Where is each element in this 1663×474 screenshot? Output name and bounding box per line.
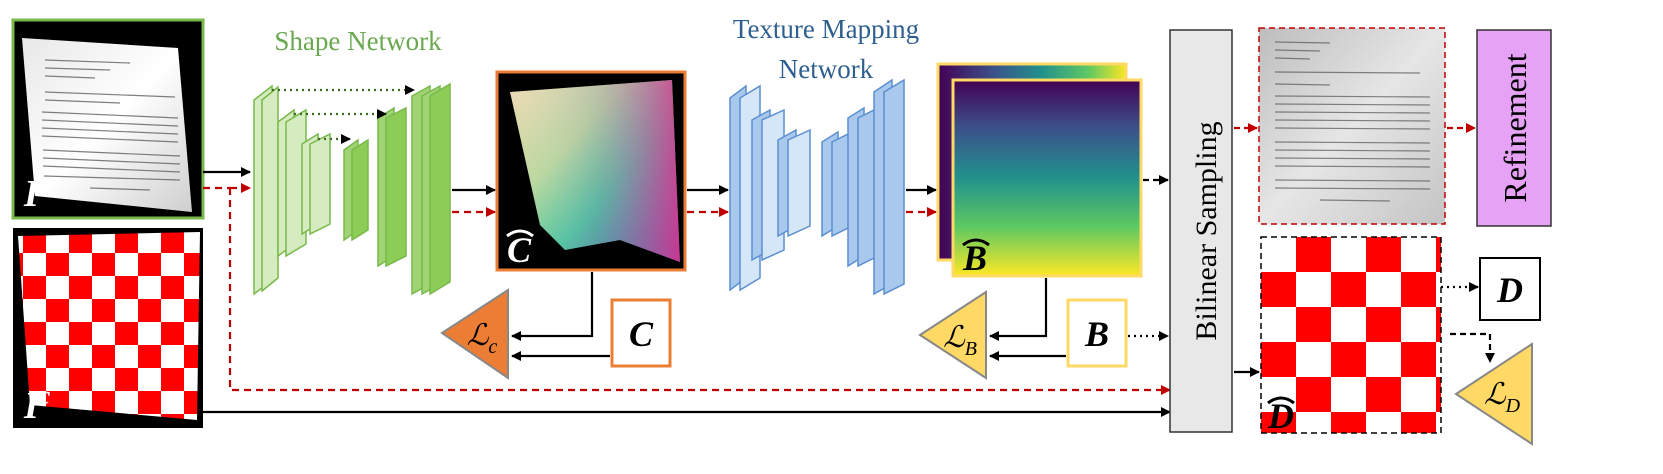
input-checker-label: Ic xyxy=(23,381,51,427)
loss-b-label: ℒB xyxy=(943,321,977,360)
input-image-I: I xyxy=(11,18,205,220)
d-to-loss-arrow xyxy=(1450,332,1495,363)
b-gt-label: B xyxy=(1084,314,1109,354)
ground-truth-B: B xyxy=(1066,298,1128,368)
unwarped-document xyxy=(1258,27,1446,225)
input-arrows xyxy=(203,167,1171,417)
unwarped-checker-D-hat: D xyxy=(1260,236,1442,436)
loss-C: ℒc xyxy=(440,288,509,380)
shape-network-title: Shape Network xyxy=(274,26,442,56)
loss-d-label: ℒD xyxy=(1484,378,1521,417)
input-image-label: I xyxy=(23,173,40,215)
ground-truth-C: C xyxy=(610,298,672,368)
shape-to-c-arrows xyxy=(452,185,496,217)
b-hat-label: B xyxy=(962,238,987,278)
texture-network-title-line1: Texture Mapping xyxy=(733,14,919,44)
bhat-to-loss-arrow xyxy=(989,278,1048,341)
input-checkerboard-Ic: Ic xyxy=(13,228,203,428)
ground-truth-D: D xyxy=(1479,257,1541,321)
c-gt-label: C xyxy=(629,314,654,354)
loss-c-label: ℒc xyxy=(467,319,498,358)
texture-network-title-line2: Network xyxy=(779,54,874,84)
coordinate-map-C-hat: C xyxy=(495,70,687,272)
bilinear-sampling-label: Bilinear Sampling xyxy=(1190,121,1223,340)
loss-B: ℒB xyxy=(918,290,987,380)
loss-D: ℒD xyxy=(1454,342,1533,446)
chat-to-loss-arrow xyxy=(511,272,594,341)
texture-network-layers xyxy=(729,78,905,296)
d-hat-label: D xyxy=(1267,396,1294,436)
backward-map-B-hat: B xyxy=(936,62,1143,278)
bilinear-sampling-block: Bilinear Sampling xyxy=(1169,29,1233,433)
c-hat-label: C xyxy=(507,230,532,270)
c-to-texture-arrows xyxy=(687,185,937,217)
d-gt-label: D xyxy=(1496,270,1523,310)
shape-network-layers xyxy=(253,82,451,296)
refinement-label: Refinement xyxy=(1497,53,1533,202)
refinement-block: Refinement xyxy=(1476,29,1552,227)
